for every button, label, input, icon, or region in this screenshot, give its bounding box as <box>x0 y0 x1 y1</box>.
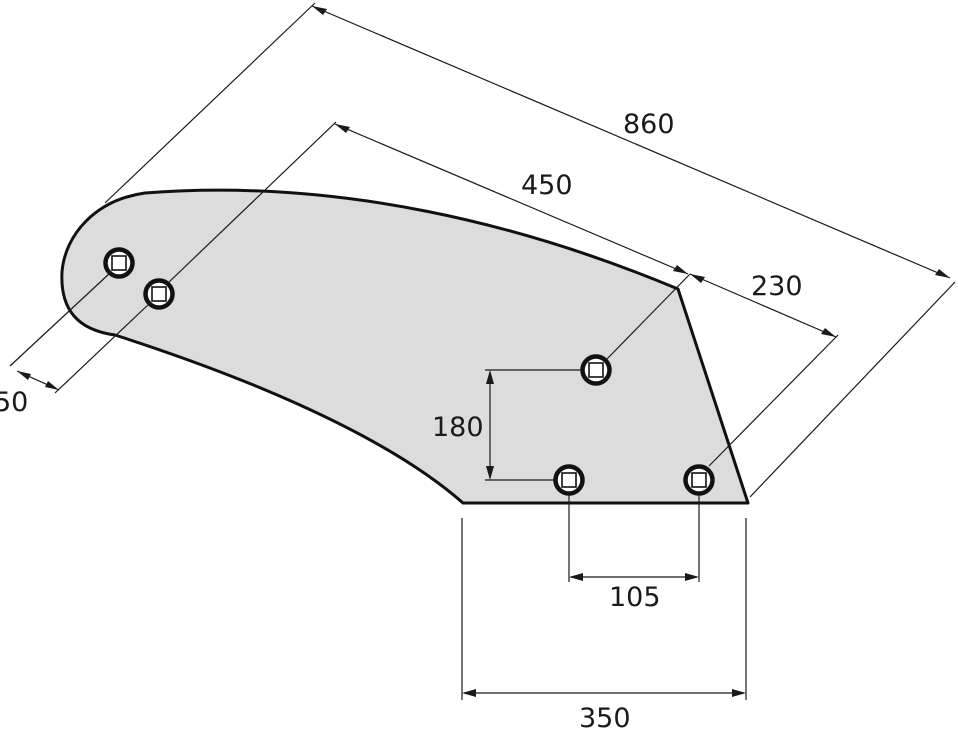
mounting-hole <box>686 467 713 494</box>
dimension-105-label: 105 <box>609 582 661 613</box>
dimension-50-label: 50 <box>0 387 28 418</box>
dimension-350-label: 350 <box>579 703 631 729</box>
plough-share-outline <box>60 188 750 505</box>
dimension-230-label: 230 <box>751 271 803 302</box>
dimension-450-label: 450 <box>521 170 573 201</box>
dimension-180: 180 <box>432 369 582 481</box>
mounting-hole <box>583 357 610 384</box>
dimension-180-label: 180 <box>432 412 484 443</box>
dimension-860: 860 <box>104 2 956 498</box>
dimension-230: 230 <box>605 271 839 467</box>
mounting-hole <box>556 467 583 494</box>
dimension-450: 450 <box>167 121 689 284</box>
dimension-50: 50 <box>0 272 151 418</box>
mounting-hole <box>106 250 133 277</box>
dimension-860-label: 860 <box>623 109 675 140</box>
dimension-350: 350 <box>461 518 747 729</box>
dimension-105: 105 <box>568 495 700 613</box>
